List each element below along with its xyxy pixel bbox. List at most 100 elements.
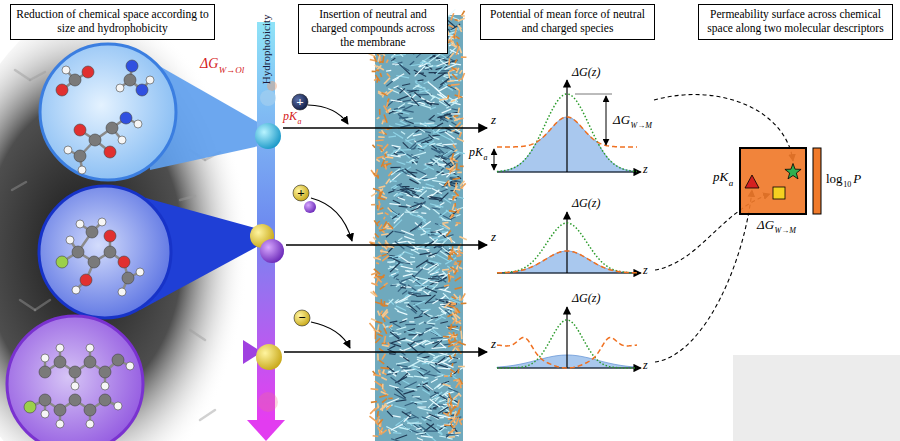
lipid-tail	[415, 222, 426, 232]
lipid-headgroup	[443, 336, 449, 338]
lipid-headgroup	[382, 345, 389, 346]
lipid-headgroup	[385, 315, 389, 319]
lipid-headgroup	[450, 160, 454, 165]
lipid-headgroup	[376, 159, 380, 161]
lipid-tail	[416, 433, 425, 434]
lipid-headgroup	[456, 222, 461, 224]
lipid-tail	[409, 321, 414, 322]
lipid-tail	[418, 175, 426, 180]
molecule-atom	[118, 288, 126, 296]
lipid-headgroup	[456, 48, 459, 55]
lipid-headgroup	[384, 336, 385, 344]
lipid-tail	[415, 222, 423, 229]
molecule-atom	[118, 136, 126, 144]
insertion-curve-arrow	[308, 105, 348, 124]
lipid-headgroup	[447, 80, 454, 82]
lipid-tail	[439, 299, 449, 300]
lipid-headgroup	[449, 251, 455, 253]
molecule-atom	[24, 401, 36, 413]
lipid-headgroup	[454, 270, 457, 274]
axis-label: z	[491, 230, 496, 245]
lipid-tail	[426, 184, 435, 187]
lipid-tail	[402, 380, 409, 384]
lipid-headgroup	[451, 424, 453, 428]
lipid-headgroup	[456, 308, 459, 313]
grey-panel	[733, 355, 900, 441]
lipid-tail	[438, 155, 449, 159]
lipid-headgroup	[455, 191, 459, 196]
hydrophobicity-arrowhead	[247, 420, 285, 441]
compound-ball	[260, 239, 284, 263]
lipid-headgroup	[458, 90, 460, 99]
lipid-headgroup	[448, 327, 456, 328]
lipid-tail	[433, 406, 439, 408]
lipid-tail	[420, 253, 431, 255]
molecule-atom	[86, 226, 98, 238]
lipid-headgroup	[371, 204, 375, 206]
lipid-headgroup	[371, 319, 376, 321]
molecule-atom	[78, 166, 86, 174]
lipid-tail	[448, 245, 458, 255]
molecule-atom	[134, 120, 142, 128]
lipid-headgroup	[378, 55, 380, 62]
lipid-headgroup	[458, 250, 460, 256]
lipid-tail	[404, 388, 417, 390]
lipid-tail	[432, 134, 440, 136]
lipid-headgroup	[453, 394, 460, 400]
lipid-headgroup	[387, 90, 393, 95]
lipid-headgroup	[449, 25, 454, 27]
lipid-tail	[387, 411, 393, 417]
lipid-headgroup	[459, 326, 461, 330]
lipid-tail	[431, 379, 438, 383]
molecule-atom	[99, 394, 111, 406]
molecule-atom	[120, 112, 132, 124]
lipid-tail	[430, 392, 439, 397]
subscript: W→Ol	[219, 65, 245, 75]
lipid-tail	[415, 401, 427, 403]
lipid-tail	[393, 132, 403, 138]
neutral-pmf-curve	[497, 94, 637, 172]
lipid-headgroup	[450, 53, 454, 58]
lipid-headgroup	[386, 179, 390, 184]
lipid-tail	[423, 264, 428, 268]
molecule-atom	[66, 236, 74, 244]
ghost-molecule-bond	[190, 330, 205, 340]
lipid-tail	[411, 98, 419, 106]
lipid-headgroup	[453, 425, 455, 428]
lipid-tail	[440, 322, 448, 324]
lipid-tail	[429, 93, 434, 97]
lipid-tail	[449, 125, 462, 133]
lipid-headgroup	[461, 293, 465, 300]
molecule	[64, 112, 142, 174]
lipid-tail	[447, 20, 456, 28]
lipid-headgroup	[448, 58, 450, 65]
ghost-molecule-bond	[30, 72, 45, 80]
molecule-atom	[116, 84, 124, 92]
z-axis	[497, 171, 641, 172]
lipid-headgroup	[384, 283, 388, 286]
lipid-headgroup	[377, 334, 382, 336]
lipid-headgroup	[384, 144, 388, 149]
pka-symbol: pK	[283, 110, 297, 124]
lipid-tail	[416, 428, 422, 429]
lipid-headgroup	[445, 117, 449, 119]
lipid-headgroup	[451, 246, 453, 255]
lipid-tail	[443, 144, 455, 151]
chemical-space-cloud	[0, 0, 275, 441]
lipid-headgroup	[456, 265, 458, 269]
lipid-tail	[421, 139, 432, 143]
lipid-headgroup	[380, 368, 389, 369]
lipid-tail	[432, 347, 447, 348]
lipid-headgroup	[379, 191, 382, 198]
lipid-headgroup	[448, 72, 449, 79]
ghost-molecule-bond	[35, 300, 50, 310]
lipid-headgroup	[451, 153, 453, 161]
charge-sign: +	[292, 94, 308, 110]
lipid-tail	[423, 310, 429, 314]
lipid-tail	[391, 377, 401, 385]
lipid-headgroup	[454, 150, 457, 152]
compound-marker-star	[785, 164, 801, 179]
lipid-tail	[417, 385, 422, 386]
lipid-headgroup	[371, 193, 377, 197]
lipid-tail	[445, 128, 459, 134]
